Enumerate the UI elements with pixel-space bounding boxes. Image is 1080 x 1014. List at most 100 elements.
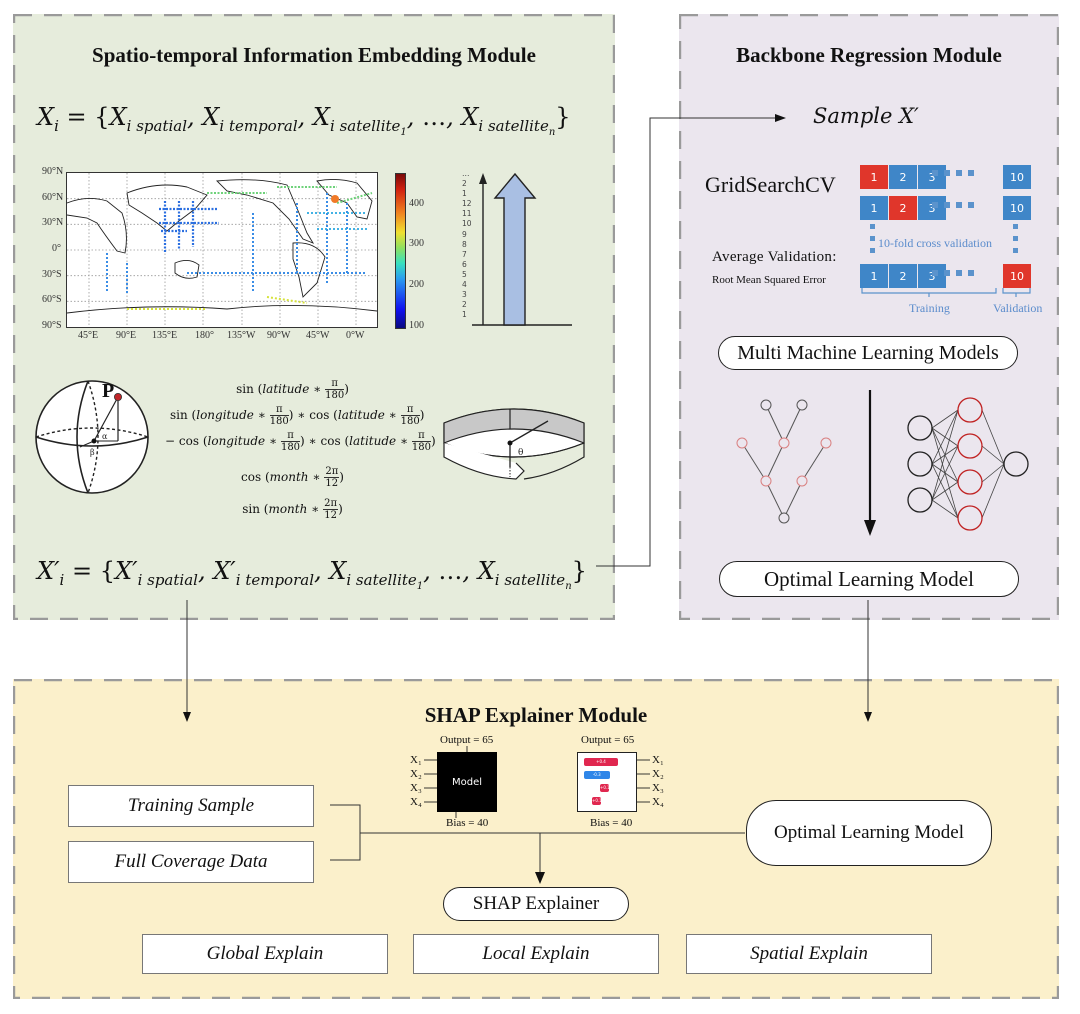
shap-bar: +0.4: [584, 758, 618, 766]
alpha-label: α: [102, 432, 108, 441]
beta-label: β: [90, 448, 95, 457]
colorbar: [395, 173, 406, 329]
observation-points: [106, 186, 373, 310]
map-plot: [66, 173, 378, 327]
shap-module-title: SHAP Explainer Module: [424, 703, 648, 727]
colorbar-tick: 300: [409, 238, 424, 249]
lon-tick: 45°W: [306, 330, 330, 341]
month-label: 7: [462, 249, 467, 259]
model-black-box: Model: [437, 752, 497, 812]
lon-tick: 90°W: [267, 330, 291, 341]
nn-edge: [931, 499, 959, 519]
month-label: 6: [462, 259, 467, 269]
month-label: 5: [462, 269, 467, 279]
cv-decorations: [861, 170, 1031, 297]
fold-cell-training: 2: [889, 165, 917, 189]
fold-cell-validation: 1: [860, 165, 888, 189]
shap-bias-label: Bias = 40: [590, 817, 633, 829]
month-label: 1: [462, 189, 467, 199]
fold-cell-training: 2: [889, 264, 917, 288]
map-gridlines: [67, 173, 377, 327]
nn-edge: [981, 409, 1005, 465]
fold-cell-training: 3: [918, 165, 946, 189]
cv-label: 10-fold cross validation: [878, 236, 992, 250]
lat-tick: 0°: [52, 243, 61, 254]
nn-edge: [981, 463, 1005, 519]
colorbar-tick: 100: [409, 320, 424, 331]
shap-output-label: Output = 65: [581, 734, 635, 746]
cyclical-arrow-icon: [493, 172, 537, 326]
month-label: 1: [462, 310, 467, 320]
lat-tick: 30°S: [42, 269, 62, 280]
fold-cell-validation: 10: [1003, 264, 1031, 288]
lon-tick: 0°W: [346, 330, 365, 341]
lat-tick: 30°N: [42, 217, 64, 228]
multi-models-node: Multi Machine Learning Models: [718, 336, 1018, 370]
fold-cell-validation: 2: [889, 196, 917, 220]
embedding-module-title: Spatio-temporal Information Embedding Mo…: [92, 43, 536, 67]
fold-cell-training: 1: [860, 196, 888, 220]
nn-edge: [981, 445, 1005, 465]
month-label: 2: [462, 300, 467, 310]
neural-network-icon: [907, 397, 1029, 531]
colorbar-tick: 400: [409, 198, 424, 209]
fold-dots: [870, 170, 1018, 276]
nn-edge: [931, 409, 959, 465]
month-label: 4: [462, 280, 467, 290]
month-label: 3: [462, 290, 467, 300]
full-coverage-node: Full Coverage Data: [68, 841, 314, 883]
point-p-label: P: [102, 380, 114, 402]
month-label: 10: [462, 219, 472, 229]
lon-tick: 90°E: [116, 330, 137, 341]
lon-tick: 45°E: [78, 330, 99, 341]
colorbar-tick: 200: [409, 279, 424, 290]
output-equation: X′i = {X′i spatial, X′i temporal, Xi sat…: [37, 557, 587, 592]
optimal-model-node: Optimal Learning Model: [719, 561, 1019, 597]
shap-bar: +0.1: [592, 797, 602, 805]
month-label: 8: [462, 239, 467, 249]
month-axis-diagram: [472, 172, 572, 326]
global-explain-node: Global Explain: [142, 934, 388, 974]
lat-tick: 60°N: [42, 192, 64, 203]
nn-edge: [931, 481, 959, 501]
lat-tick: 60°S: [42, 294, 62, 305]
training-bracket: [861, 288, 997, 297]
lon-tick: 135°E: [152, 330, 178, 341]
input-equation: Xi = {Xi spatial, Xi temporal, Xi satell…: [37, 103, 571, 138]
model-connectors: [424, 746, 468, 818]
fold-cell-training: 10: [1003, 165, 1031, 189]
lat-tick: 90°S: [42, 320, 62, 331]
avg-validation-label: Average Validation:: [712, 249, 837, 265]
gridsearchcv-label: GridSearchCV: [705, 172, 836, 197]
shap-force-box: +0.4-0.3+0.1+0.1: [577, 752, 637, 812]
shap-connectors: [637, 759, 650, 803]
shap-optimal-model-node: Optimal Learning Model: [746, 800, 992, 866]
decision-tree-icon: [736, 399, 832, 524]
nn-edge: [981, 463, 1005, 483]
month-label: 12: [462, 199, 472, 209]
lat-tick: 90°N: [42, 166, 64, 177]
month-label: 9: [462, 229, 467, 239]
nn-edge: [931, 409, 959, 429]
arrow-up-icon: [479, 173, 487, 184]
shap-explainer-node: SHAP Explainer: [443, 887, 629, 921]
models-illustration: [736, 390, 1029, 536]
validation-label: Validation: [993, 301, 1043, 315]
fold-cell-training: 1: [860, 264, 888, 288]
nn-edge: [931, 445, 959, 501]
spatial-explain-node: Spatial Explain: [686, 934, 932, 974]
training-sample-node: Training Sample: [68, 785, 314, 827]
sample-label: Sample X′: [813, 104, 919, 128]
lon-tick: 180°: [195, 330, 214, 341]
month-label: 2: [462, 179, 467, 189]
month-label: 11: [462, 209, 472, 219]
shap-bar: -0.3: [584, 771, 610, 779]
